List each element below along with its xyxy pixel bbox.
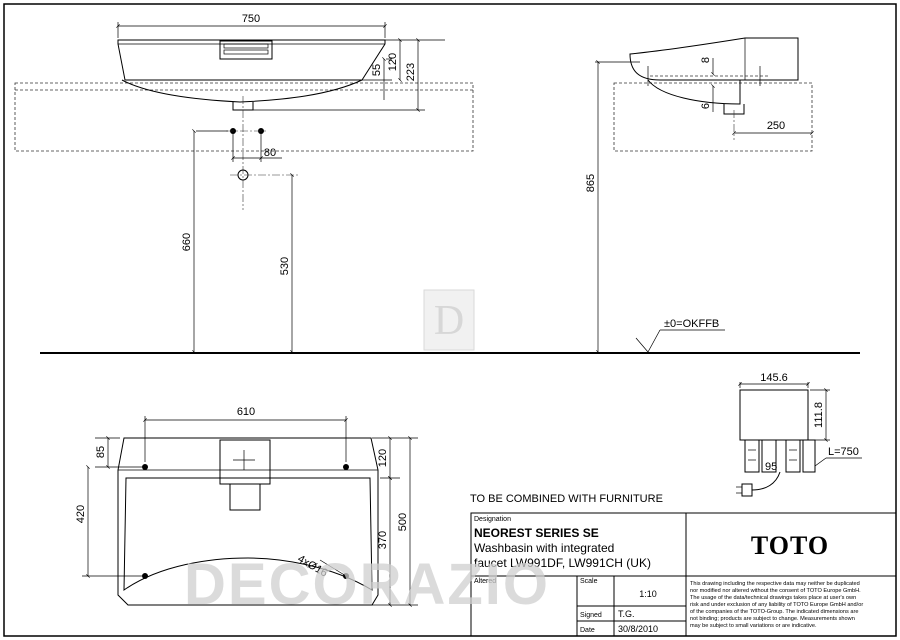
dim-370: 370 [377,531,389,549]
svg-text:not binding; products are subj: not binding; products are subject to cha… [690,616,855,622]
svg-text:may be subject to small variat: may be subject to small variations or ar… [690,623,817,629]
designation-label: Designation [474,516,511,523]
description-line-1: Washbasin with integrated [474,541,614,555]
dim-6: 6 [700,103,712,109]
dim-250: 250 [767,120,785,132]
svg-text:nor modified nor altered witho: nor modified nor altered without the con… [690,588,861,594]
plan-hole [142,573,148,579]
toto-logo: TOTO [751,531,829,560]
date-value: 30/8/2010 [618,624,658,634]
watermark-text: DECORAZIO [184,552,550,617]
dim-120-top: 120 [387,53,399,71]
dim-223: 223 [405,63,417,81]
side-elevation: 8 6 250 865 ±0=OKFFB [585,37,814,354]
dim-610: 610 [237,406,255,418]
dim-8: 8 [700,57,712,63]
dim-85: 85 [95,446,107,458]
furniture-note: TO BE COMBINED WITH FURNITURE [470,493,663,505]
signed-label: Signed [580,612,602,619]
signed-value: T.G. [618,609,635,619]
dim-80: 80 [264,147,276,159]
front-elevation: 750 55 120 223 80 660 530 [14,13,474,354]
date-label: Date [580,627,595,634]
plan-hole [343,464,349,470]
plan-hole [142,464,148,470]
dim-660: 660 [181,233,193,251]
svg-text:risk and under exclusion of an: risk and under exclusion of any liabilit… [690,602,863,608]
dim-95: 95 [765,461,777,473]
disclaimer: This drawing including the respective da… [690,581,863,629]
control-box-detail: 145.6 111.8 95 L=750 [736,372,862,497]
svg-text:The usage of the data/technica: The usage of the data/technical drawings… [690,595,856,601]
dim-530: 530 [279,257,291,275]
dim-55: 55 [371,64,383,76]
product-name: NEOREST SERIES SE [474,526,599,540]
dim-cable: L=750 [828,446,859,458]
dim-box-width: 145.6 [760,372,788,384]
dim-865: 865 [585,174,597,192]
svg-text:This drawing including the res: This drawing including the respective da… [690,581,860,587]
dim-420: 420 [75,505,87,523]
drawing-border [3,3,897,637]
description-line-2: faucet LW991DF, LW991CH (UK) [474,556,651,570]
svg-text:of the companies of the TOTO-G: of the companies of the TOTO-Group. The … [690,609,858,615]
dim-750: 750 [242,13,260,25]
dim-500: 500 [397,513,409,531]
dim-box-height: 111.8 [813,402,825,428]
scale-value: 1:10 [639,589,657,599]
title-block: Designation NEOREST SERIES SE Washbasin … [470,512,897,637]
watermark-monogram: D [423,289,475,351]
dim-120-plan: 120 [377,449,389,467]
svg-text:D: D [434,298,464,344]
altered-label: Altered [474,578,496,585]
scale-label: Scale [580,578,598,585]
floor-reference-label: ±0=OKFFB [664,318,719,330]
